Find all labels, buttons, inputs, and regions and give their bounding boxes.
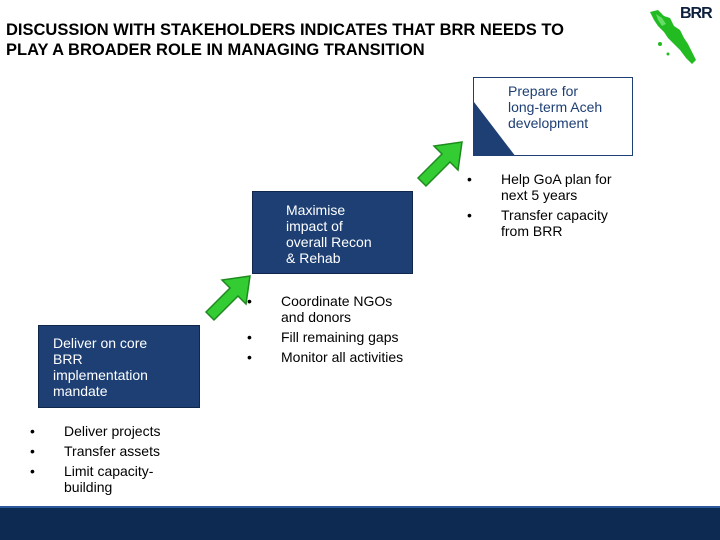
bullet-text: Monitor all activities [281,349,404,365]
bullet-text: Deliver projects [64,423,161,439]
stage-title-line: Prepare for [508,83,579,99]
bullet-text: Fill remaining gaps [281,329,399,345]
stage-bullets-1: • Deliver projects • Transfer assets • L… [30,423,160,499]
bullet-dot: • [467,207,472,223]
stage-title-line: impact of [286,218,343,234]
bullet-item: • Transfer capacity from BRR [467,207,612,239]
stage-title-line: overall Recon [286,234,372,250]
arrow-up-right-icon [416,141,463,188]
bullet-item: • Transfer assets [30,443,160,459]
bullet-dot: • [247,293,252,309]
stage-bullets-3: • Help GoA plan for next 5 years • Trans… [467,171,612,243]
bullet-text: next 5 years [501,187,578,203]
stage-title-line: BRR [53,351,83,367]
stage-title-line: development [508,115,589,131]
stage-title-line: Maximise [286,202,346,218]
bullet-item: • Deliver projects [30,423,160,439]
bullet-item: • Coordinate NGOs and donors [247,293,403,325]
stage-title-line: & Rehab [286,250,341,266]
bullet-text: from BRR [501,223,563,239]
page-title: DISCUSSION WITH STAKEHOLDERS INDICATES T… [6,20,656,60]
bullet-dot: • [247,349,252,365]
bullet-item: • Limit capacity- building [30,463,160,495]
box-corner-wedge [474,102,515,155]
bullet-dot: • [30,443,35,459]
bullet-item: • Help GoA plan for next 5 years [467,171,612,203]
bullet-text: Transfer assets [64,443,160,459]
stage-title-line: long-term Aceh [508,99,603,115]
aceh-map-icon [650,10,696,64]
bullet-item: • Fill remaining gaps [247,329,403,345]
title-line-1: DISCUSSION WITH STAKEHOLDERS INDICATES T… [6,21,564,39]
bullet-text: Transfer capacity [501,207,608,223]
bullet-item: • Monitor all activities [247,349,403,365]
bullet-text: Coordinate NGOs [281,293,393,309]
brr-logo: BRR [680,5,713,22]
bullet-text: building [64,479,113,495]
stage-title-line: Deliver on core [53,335,148,351]
title-line-2: PLAY A BROADER ROLE IN MANAGING TRANSITI… [6,41,425,59]
stage-title-line: mandate [53,383,108,399]
bullet-text: Limit capacity- [64,463,154,479]
stage-title-line: implementation [53,367,148,383]
stage-box-long-term: Prepare for long-term Aceh development [473,77,633,156]
footer-band [0,508,720,540]
bullet-dot: • [30,423,35,439]
bullet-dot: • [467,171,472,187]
footer-accent-line [0,506,720,508]
arrow-up-right-icon [204,275,251,322]
stage-box-recon-rehab: Maximise impact of overall Recon & Rehab [252,191,413,274]
stage-bullets-2: • Coordinate NGOs and donors • Fill rema… [247,293,403,369]
bullet-text: and donors [281,309,352,325]
bullet-dot: • [247,329,252,345]
bullet-text: Help GoA plan for [501,171,612,187]
stage-box-core-mandate: Deliver on core BRR implementation manda… [38,325,200,408]
bullet-dot: • [30,463,35,479]
